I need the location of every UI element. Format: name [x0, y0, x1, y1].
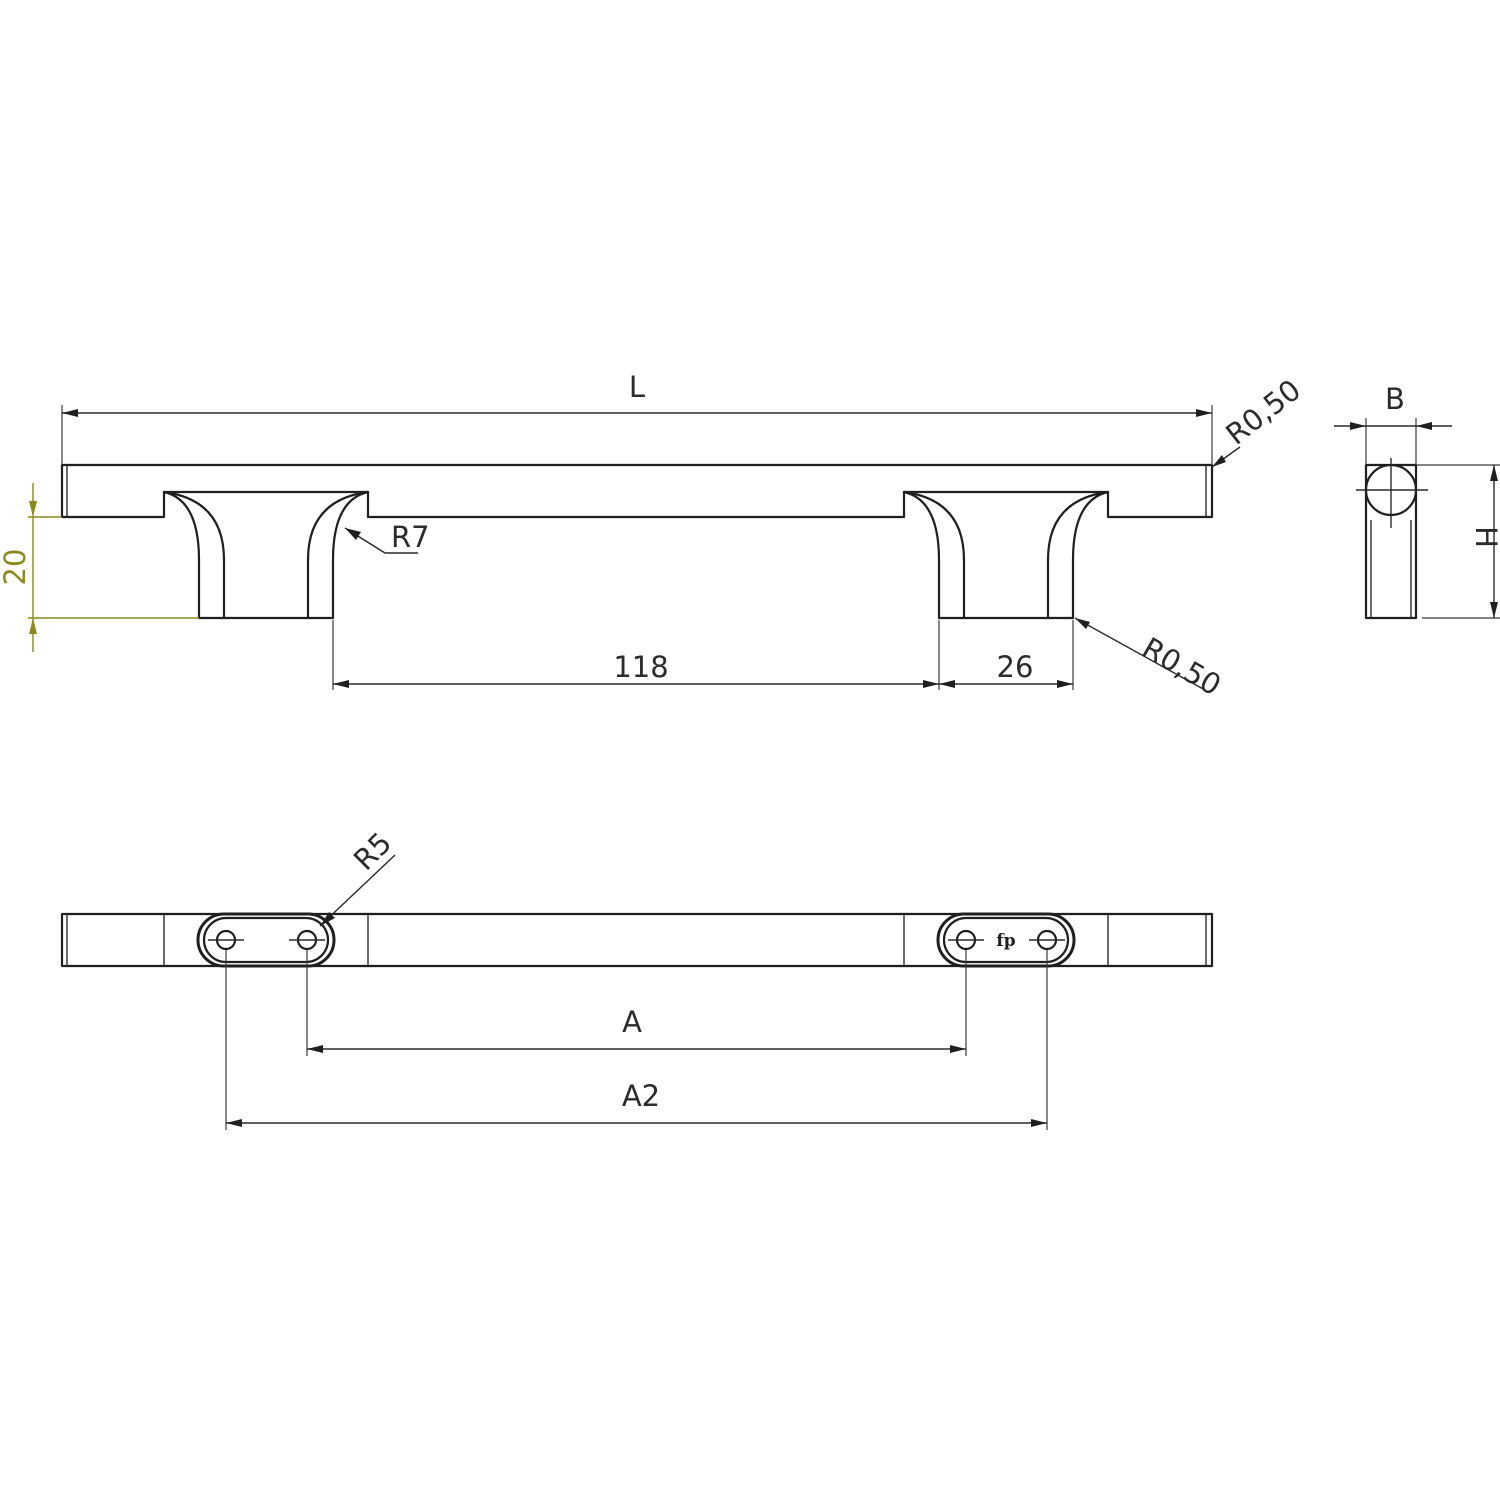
dimension-end-radius: R0,50 — [1211, 373, 1307, 468]
left-foot-pad — [196, 912, 336, 968]
dimension-hole-radius: R5 — [319, 826, 398, 927]
spacing-label: 118 — [613, 650, 668, 684]
dimension-leg-width: 26 — [939, 620, 1074, 690]
handle-bar — [60, 463, 1214, 519]
end-profile — [1364, 463, 1418, 620]
outer-distance-label: A2 — [622, 1079, 660, 1113]
center-distance-label: A — [622, 1005, 642, 1039]
dimension-width: B — [1334, 382, 1452, 465]
leg-width-label: 26 — [997, 650, 1034, 684]
top-view: fp R5 A A2 — [60, 826, 1214, 1130]
dimension-leg-height: 20 — [0, 483, 199, 652]
right-foot-pad: fp — [936, 912, 1076, 968]
side-view: L R0,50 R7 20 — [0, 370, 1307, 702]
dimension-outer-distance: A2 — [225, 950, 1048, 1130]
end-radius-label: R0,50 — [1219, 373, 1307, 452]
end-view: B H — [1334, 382, 1500, 620]
hole-radius-label: R5 — [347, 826, 398, 877]
fillet-label: R7 — [391, 520, 430, 554]
dimension-fillet: R7 — [344, 520, 430, 554]
foot-radius-label: R0,50 — [1137, 631, 1227, 703]
length-label: L — [629, 370, 645, 404]
leg-height-label: 20 — [0, 549, 32, 586]
dimension-height: H — [1416, 464, 1500, 619]
top-bar-outline — [60, 912, 1214, 968]
right-leg — [902, 490, 1110, 620]
dimension-leg-spacing: 118 — [332, 620, 940, 690]
width-label: B — [1385, 382, 1405, 416]
dimension-length: L — [61, 370, 1213, 465]
brand-logo: fp — [996, 931, 1015, 951]
dimension-foot-radius: R0,50 — [1074, 617, 1227, 703]
left-leg — [162, 490, 370, 620]
dimension-center-distance: A — [306, 950, 967, 1056]
height-label: H — [1469, 526, 1500, 548]
